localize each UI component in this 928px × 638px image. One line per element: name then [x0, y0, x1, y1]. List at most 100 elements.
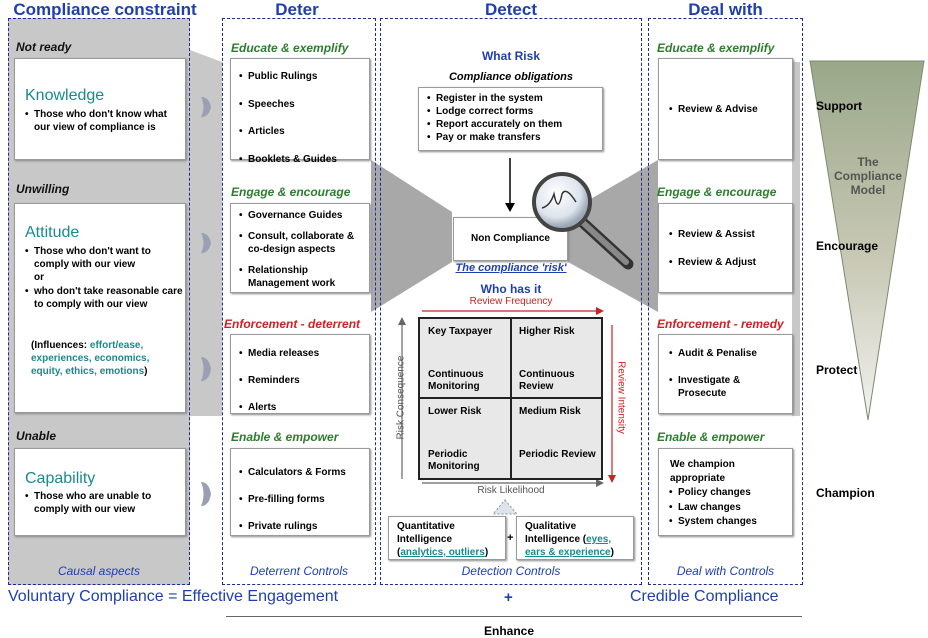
deterrent-controls-label: Deterrent Controls [249, 564, 349, 578]
risk-likelihood-label: Risk Likelihood [477, 485, 545, 496]
deter-engage-title: Engage & encourage [231, 185, 351, 199]
model-protect: Protect [816, 363, 858, 377]
deter-engage-item: Relationship Management work [239, 264, 367, 290]
quadrant-higher-risk: Higher Risk [519, 326, 575, 337]
deter-educate-item: Speeches [239, 91, 367, 119]
header-compliance-constraint: Compliance constraint [13, 0, 197, 19]
bottom-plus: + [504, 589, 513, 606]
attitude-item-1: Those who don't want to comply with our … [25, 245, 183, 271]
capability-title: Capability [25, 470, 96, 487]
deal-enforce-item: Audit & Penalise [669, 347, 769, 360]
knowledge-item: Those who don't know what our view of co… [25, 108, 183, 134]
capability-item: Those who are unable to comply with our … [25, 490, 183, 516]
qualitative-items: eyes, ears & experience [525, 534, 612, 558]
model-encourage: Encourage [816, 239, 879, 253]
obligations-list: Register in the system Lodge correct for… [427, 92, 599, 144]
deal-enable-item: Law changes [669, 501, 789, 516]
credible-compliance-text: Credible Compliance [630, 588, 779, 605]
deal-educate-title: Educate & exemplify [657, 41, 775, 55]
deter-engage-list: Governance Guides Consult, collaborate &… [239, 209, 367, 290]
chevron-4 [201, 482, 211, 506]
influences-items: effort/ease, experiences, economics, equ… [31, 340, 150, 377]
deter-enforce-box: Media releases Reminders Alerts [230, 334, 370, 421]
quantitative-title: Quantitative Intelligence [397, 521, 455, 545]
obligations-title: Compliance obligations [448, 71, 574, 83]
quantitative-intelligence-box: Quantitative Intelligence(analytics, out… [388, 516, 506, 560]
magnifying-glass-icon [532, 172, 634, 270]
influences-prefix: (Influences: [31, 340, 90, 351]
causal-aspects-label: Causal aspects [57, 564, 141, 578]
deter-engage-item: Governance Guides [239, 209, 367, 222]
compliance-risk-label: The compliance 'risk' [455, 262, 567, 274]
deter-educate-title: Educate & exemplify [231, 41, 349, 55]
deal-enforce-item: Investigate & Prosecute [669, 374, 769, 400]
quadrant-lower-risk: Lower Risk [428, 406, 482, 417]
deter-educate-item: Public Rulings [239, 63, 367, 91]
deter-engage-box: Governance Guides Consult, collaborate &… [230, 203, 370, 293]
deter-enable-list: Calculators & Forms Pre-filling forms Pr… [239, 459, 367, 540]
constraint-to-deter-band [190, 50, 222, 416]
qualitative-title: Qualitative Intelligence [525, 521, 581, 545]
influences-suffix: ) [144, 366, 148, 377]
chevron-1 [201, 97, 211, 117]
influences-text: (Influences: effort/ease, experiences, e… [31, 339, 179, 378]
deter-enforce-item: Alerts [239, 394, 367, 421]
deal-enable-item: Policy changes [669, 486, 789, 501]
quantitative-items: analytics, outliers [400, 547, 485, 558]
attitude-item-2: who don't take reasonable care to comply… [25, 285, 183, 311]
obligation-item: Pay or make transfers [427, 131, 599, 144]
deal-enforce-title: Enforcement - remedy [657, 317, 784, 331]
knowledge-title: Knowledge [25, 87, 105, 104]
attitude-list-2: who don't take reasonable care to comply… [25, 285, 183, 311]
up-arrow-icon [491, 499, 519, 515]
deal-enforce-box: Audit & Penalise Investigate & Prosecute [658, 334, 793, 414]
knowledge-box: Knowledge Those who don't know what our … [14, 58, 186, 160]
deal-side-band [792, 62, 800, 416]
deter-educate-item: Articles [239, 118, 367, 146]
unable-label: Unable [16, 429, 57, 443]
deter-educate-list: Public Rulings Speeches Articles Booklet… [239, 63, 367, 173]
obligation-item: Register in the system [427, 92, 599, 105]
deter-engage-item: Consult, collaborate & co-design aspects [239, 230, 367, 256]
unwilling-label: Unwilling [16, 182, 70, 196]
chevron-2 [201, 233, 211, 253]
attitude-list: Those who don't want to comply with our … [25, 245, 183, 271]
deal-engage-box: Review & Assist Review & Adjust [658, 203, 793, 293]
deal-educate-item: Review & Advise [669, 103, 789, 116]
obligation-item: Report accurately on them [427, 118, 599, 131]
deal-engage-list: Review & Assist Review & Adjust [669, 228, 789, 269]
right-funnel [568, 160, 658, 312]
knowledge-list: Those who don't know what our view of co… [25, 108, 183, 134]
non-compliance-label: Non Compliance [471, 233, 550, 244]
deter-enable-item: Pre-filling forms [239, 486, 367, 513]
deter-enforce-list: Media releases Reminders Alerts [239, 340, 367, 421]
deal-educate-box: Review & Advise [658, 58, 793, 160]
obligation-item: Lodge correct forms [427, 105, 599, 118]
qualitative-intelligence-box: Qualitative Intelligence (eyes, ears & e… [516, 516, 634, 560]
deter-enforce-item: Reminders [239, 367, 367, 394]
deter-enforce-title: Enforcement - deterrent [224, 317, 361, 331]
quadrant-medium-risk: Medium Risk [519, 406, 581, 417]
deter-enable-title: Enable & empower [231, 430, 339, 444]
attitude-or: or [34, 272, 44, 283]
deal-enable-title: Enable & empower [657, 430, 765, 444]
left-funnel [371, 160, 452, 312]
attitude-title: Attitude [25, 224, 80, 241]
deal-engage-item: Review & Assist [669, 228, 789, 241]
deter-column [222, 18, 376, 585]
deal-column [648, 18, 803, 585]
header-deter: Deter [275, 0, 319, 19]
deter-enforce-item: Media releases [239, 340, 367, 367]
enhance-label: Enhance [483, 624, 534, 638]
quadrant-periodic-review: Periodic Review [519, 449, 596, 460]
risk-consequence-label: Risk Consequence [395, 355, 407, 440]
deal-controls-label: Deal with Controls [676, 564, 775, 578]
intelligence-plus: + [507, 532, 514, 544]
capability-box: Capability Those who are unable to compl… [14, 448, 186, 536]
quadrant-continuous-review: Continuous Review [519, 369, 575, 392]
quadrant-continuous-monitoring: Continuous Monitoring [428, 369, 484, 392]
not-ready-label: Not ready [16, 40, 72, 54]
down-arrow-head [505, 203, 515, 212]
chevron-3 [201, 357, 211, 381]
